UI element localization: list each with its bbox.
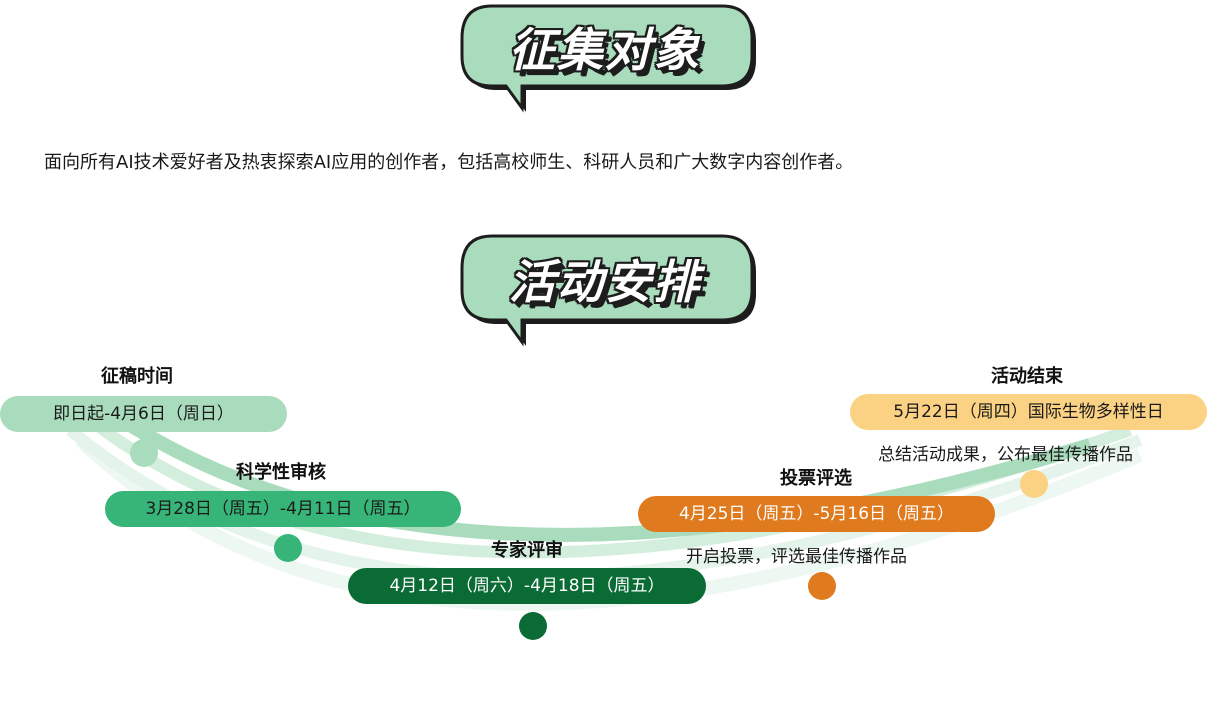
stage-label-5: 活动结束 xyxy=(991,366,1063,387)
stage-label-1: 征稿时间 xyxy=(101,366,173,387)
stage-date-pill-3: 4月12日（周六）-4月18日（周五） xyxy=(348,568,706,604)
target-description: 面向所有AI技术爱好者及热衷探索AI应用的创作者，包括高校师生、科研人员和广大数… xyxy=(44,152,854,173)
stage-date-pill-5: 5月22日（周四）国际生物多样性日 xyxy=(850,394,1207,430)
stage-note-5: 总结活动成果，公布最佳传播作品 xyxy=(878,445,1133,465)
stage-label-2: 科学性审核 xyxy=(236,462,326,483)
stage-label-4: 投票评选 xyxy=(780,468,852,489)
stage-label-3: 专家评审 xyxy=(491,540,563,561)
section-title-target: 征集对象 xyxy=(509,23,701,77)
stage-date-pill-2: 3月28日（周五）-4月11日（周五） xyxy=(105,491,461,527)
bubble-target xyxy=(460,4,756,113)
section-title-schedule: 活动安排 xyxy=(509,255,701,309)
stage-note-4: 开启投票，评选最佳传播作品 xyxy=(686,547,907,567)
bubble-schedule xyxy=(460,234,756,347)
stage-date-pill-1: 即日起-4月6日（周日） xyxy=(0,396,287,432)
stage-date-pill-4: 4月25日（周五）-5月16日（周五） xyxy=(638,496,995,532)
